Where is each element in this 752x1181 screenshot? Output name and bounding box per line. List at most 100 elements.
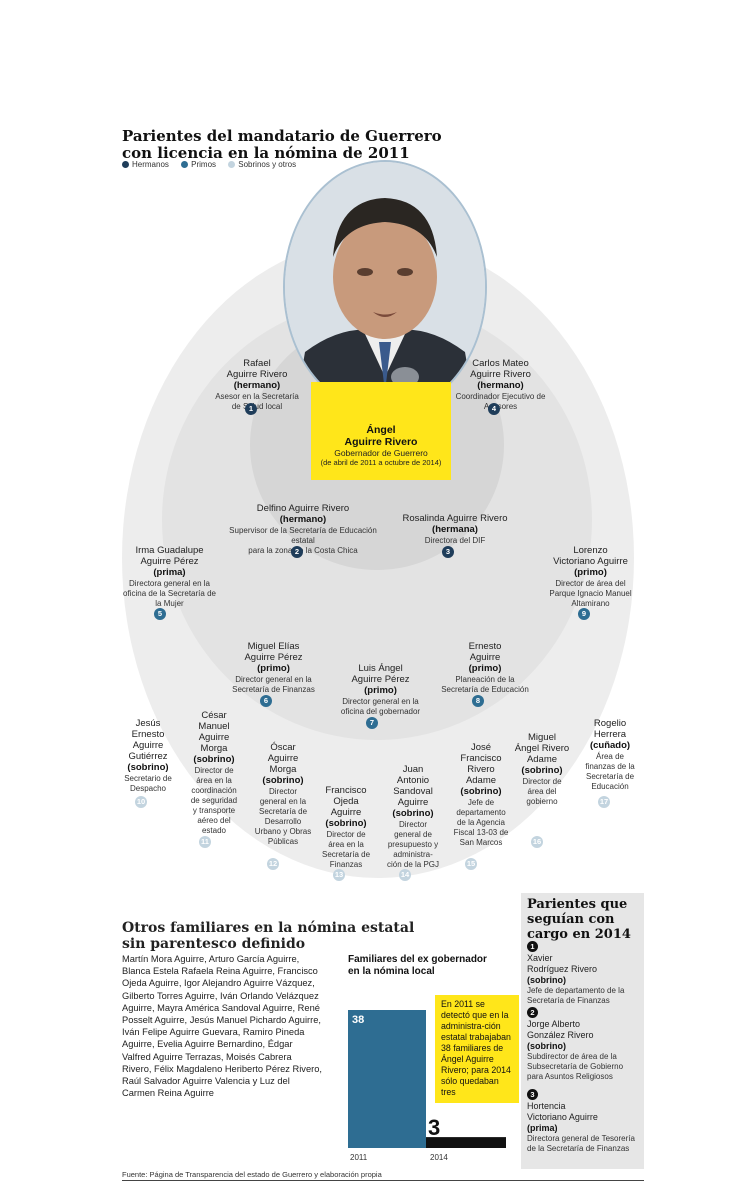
sidebar-entry-position: Directora general de Tesorería de la Sec… (527, 1134, 635, 1153)
relative-number-badge: 15 (465, 858, 477, 870)
relative-card: Delfino Aguirre Rivero(hermano)Superviso… (218, 503, 388, 556)
sidebar-entry-relation: (prima) (527, 1123, 558, 1133)
relative-name: Juan Antonio Sandoval Aguirre (393, 764, 433, 808)
legend-item-hermanos: Hermanos (122, 160, 169, 169)
others-text: Martín Mora Aguirre, Arturo García Aguir… (122, 954, 322, 1099)
relative-position: Jefe de departamento de la Agencia Fisca… (453, 798, 509, 847)
relative-name: Luis Ángel Aguirre Pérez (351, 663, 410, 685)
relative-relation: (hermano) (477, 380, 524, 391)
relative-card: Carlos Mateo Aguirre Rivero(hermano)Coor… (448, 358, 553, 412)
relative-card: Lorenzo Victoriano Aguirre(primo)Directo… (538, 545, 643, 609)
sidebar-entry-number: 3 (527, 1089, 538, 1100)
relative-position: Director general en la oficina del gober… (340, 697, 421, 716)
sidebar-entry: 1 Xavier Rodríguez Rivero (sobrino) Jefe… (527, 941, 642, 1006)
relative-relation: (sobrino) (262, 775, 304, 786)
legend-label: Primos (191, 160, 217, 169)
bar-2011 (348, 1010, 426, 1148)
relative-relation: (primo) (257, 663, 290, 674)
relative-card: Rosalinda Aguirre Rivero(hermana)Directo… (400, 513, 510, 546)
sidebar-entry-relation: (sobrino) (527, 1041, 566, 1051)
relative-name: Jesús Ernesto Aguirre Gutiérrez (128, 718, 168, 762)
legend-dot-icon (181, 161, 189, 168)
sidebar-entry-name: Jorge Alberto González Rivero (527, 1019, 594, 1040)
relative-card: César Manuel Aguirre Morga(sobrino)Direc… (186, 710, 242, 836)
relative-position: Director general en la Secretaría de Des… (254, 787, 312, 846)
legend-dot-icon (122, 161, 129, 168)
relative-name: Irma Guadalupe Aguirre Pérez (135, 545, 204, 567)
relative-name: César Manuel Aguirre Morga (198, 710, 230, 754)
relative-card: Luis Ángel Aguirre Pérez(primo)Director … (333, 663, 428, 717)
bar-category-label: 2014 (430, 1153, 448, 1162)
relative-position: Director general en la Secretaría de Fin… (232, 675, 315, 694)
governor-position: Gobernador de Guerrero (334, 448, 428, 458)
relative-relation: (sobrino) (460, 786, 502, 797)
relative-position: Director de área en la Secretaría de Fin… (321, 830, 371, 869)
bar-value-label: 38 (352, 1014, 364, 1026)
relative-relation: (sobrino) (521, 765, 563, 776)
relative-number-badge: 3 (442, 546, 454, 558)
governor-card: Ángel Aguirre Rivero Gobernador de Guerr… (311, 382, 451, 480)
relative-relation: (hermano) (279, 514, 327, 525)
source-note: Fuente: Página de Transparencia del esta… (122, 1170, 382, 1179)
relative-name: Rosalinda Aguirre Rivero (402, 513, 508, 524)
relative-name: José Francisco Rivero Adame (460, 742, 502, 786)
relative-card: Jesús Ernesto Aguirre Gutiérrez(sobrino)… (118, 718, 178, 794)
relative-position: Coordinador Ejecutivo de Asesores (455, 392, 546, 411)
relative-position: Director de área del gobierno (522, 777, 562, 806)
relative-card: Rafael Aguirre Rivero(hermano)Asesor en … (207, 358, 307, 412)
relative-name: Carlos Mateo Aguirre Rivero (470, 358, 531, 380)
relative-number-badge: 7 (366, 717, 378, 729)
relative-card: Juan Antonio Sandoval Aguirre(sobrino)Di… (383, 764, 443, 870)
relative-position: Asesor en la Secretaría de Salud local (215, 392, 299, 411)
relative-relation: (sobrino) (325, 818, 367, 829)
relative-number-badge: 11 (199, 836, 211, 848)
relative-number-badge: 4 (488, 403, 500, 415)
relative-relation: (primo) (364, 685, 397, 696)
relative-name: Óscar Aguirre Morga (267, 742, 299, 775)
relative-card: Rogelio Herrera(cuñado)Área de finanzas … (580, 718, 640, 792)
relative-relation: (sobrino) (392, 808, 434, 819)
legend-label: Sobrinos y otros (238, 160, 297, 169)
relative-position: Director de área en la coordinación de s… (190, 766, 238, 835)
bar-value-label: 3 (428, 1115, 440, 1140)
relative-position: Directora del DIF (424, 536, 486, 545)
relative-relation: (sobrino) (193, 754, 235, 765)
relative-number-badge: 13 (333, 869, 345, 881)
governor-name: Ángel Aguirre Rivero (344, 424, 418, 448)
relative-number-badge: 1 (245, 403, 257, 415)
legend-item-primos: Primos (181, 160, 216, 169)
relative-card: Irma Guadalupe Aguirre Pérez(prima)Direc… (122, 545, 217, 609)
relative-number-badge: 12 (267, 858, 279, 870)
bar-2014 (426, 1137, 506, 1148)
relative-position: Secretario de Despacho (124, 774, 172, 793)
relative-relation: (sobrino) (127, 762, 169, 773)
relative-name: Delfino Aguirre Rivero (256, 503, 350, 514)
relative-card: Miguel Elías Aguirre Pérez(primo)Directo… (226, 641, 321, 695)
relative-relation: (hermano) (233, 380, 281, 391)
relative-position: Directora general en la oficina de la Se… (123, 579, 216, 608)
sidebar-entry-number: 1 (527, 941, 538, 952)
others-title: Otros familiares en la nómina estatal si… (122, 920, 415, 952)
relative-position: Área de finanzas de la Secretaría de Edu… (585, 752, 635, 791)
relative-name: Lorenzo Victoriano Aguirre (553, 545, 628, 567)
relative-position: Planeación de la Secretaría de Educación (441, 675, 529, 694)
legend-dot-icon (228, 161, 236, 168)
relative-name: Miguel Ángel Rivero Adame (514, 732, 570, 765)
relative-card: José Francisco Rivero Adame(sobrino)Jefe… (450, 742, 512, 848)
relative-card: Óscar Aguirre Morga(sobrino)Director gen… (253, 742, 313, 847)
relative-number-badge: 5 (154, 608, 166, 620)
chart-annotation: En 2011 se detectó que en la administra-… (435, 995, 519, 1103)
sidebar-panel (521, 893, 644, 1169)
sidebar-entry-position: Jefe de departamento de la Secretaría de… (527, 986, 625, 1005)
relative-position: Director de área del Parque Ignacio Manu… (549, 579, 632, 608)
sidebar-entry-relation: (sobrino) (527, 975, 566, 985)
relative-card: Miguel Ángel Rivero Adame(sobrino)Direct… (512, 732, 572, 807)
relative-number-badge: 8 (472, 695, 484, 707)
relative-card: Ernesto Aguirre(primo)Planeación de la S… (435, 641, 535, 695)
sidebar-title: Parientes que seguían con cargo en 2014 (527, 897, 631, 942)
relative-number-badge: 9 (578, 608, 590, 620)
relative-position: Supervisor de la Secretaría de Educación… (229, 526, 377, 555)
relative-name: Miguel Elías Aguirre Pérez (244, 641, 303, 663)
relative-name: Francisco Ojeda Aguirre (325, 785, 367, 818)
